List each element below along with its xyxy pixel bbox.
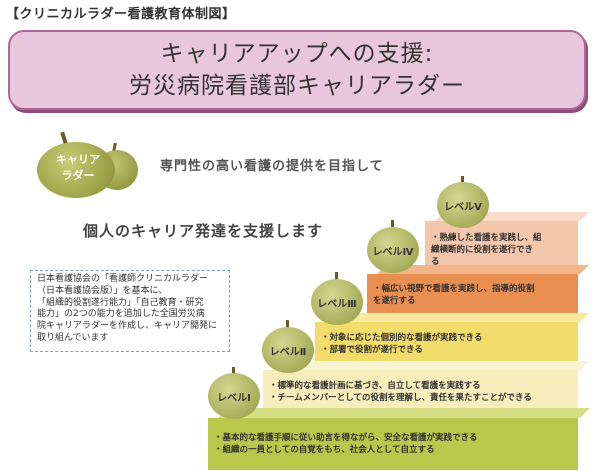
apple-stem-icon: [286, 320, 289, 328]
title-line-1: キャリアアップへの支援:: [160, 41, 434, 67]
level-2-text: ・チームメンバーとしての役割を理解し、責任を果たすことができる: [269, 393, 532, 403]
level-1-step: ・基本的な看護手順に従い助言を得ながら、安全な看護が実践できる ・組織の一員とし…: [208, 418, 578, 470]
level-5-text: 織横断的に役割を遂行でき: [431, 245, 534, 255]
note-line: 能力」の2つの能力を追加した全国労災病: [37, 309, 205, 320]
apple-icon: [37, 142, 115, 198]
apple-label-line-1: キャリア: [56, 153, 100, 166]
apple-stem-icon: [232, 367, 235, 375]
level-5-text: ・熟練した看護を実践し、組: [431, 233, 542, 243]
title-line-2: 労災病院看護部キャリアラダー: [129, 73, 465, 99]
subtitle-support: 個人のキャリア発達を支援します: [83, 222, 324, 240]
level-2-apple-icon: レベルⅡ: [262, 327, 314, 373]
level-1-text: ・組織の一員としての自覚をもち、社会人として自立する: [214, 445, 435, 455]
subtitle-goal: 専門性の高い看護の提供を目指して: [160, 159, 384, 174]
level-5-step: ・熟練した看護を実践し、組 織横断的に役割を遂行でき る: [425, 221, 578, 267]
level-2-text: ・標準的な看護計画に基づき、自立して看護を実践する: [269, 381, 481, 391]
level-3-step: ・対象に応じた個別的な看護が実践できる ・部署で役割が遂行できる: [315, 322, 578, 362]
step-top-face: [218, 408, 590, 418]
level-1-text: ・基本的な看護手順に従い助言を得ながら、安全な看護が実践できる: [214, 433, 478, 443]
level-3-apple-icon: レベルⅢ: [311, 279, 363, 325]
level-4-text: を遂行する: [373, 296, 416, 306]
level-3-text: ・部署で役割が遂行できる: [321, 345, 423, 355]
figure-caption: 【クリニカルラダー看護教育体制図】: [6, 7, 236, 22]
apple-stem-icon: [391, 220, 394, 228]
level-4-text: ・幅広い視野で看護を実践し、指導的役割: [373, 284, 535, 294]
step-top-face: [273, 361, 589, 370]
note-line: 取り組んでいます: [37, 332, 109, 343]
level-5-text: る: [431, 257, 440, 267]
level-4-step: ・幅広い視野で看護を実践し、指導的役割 を遂行する: [367, 274, 578, 314]
level-2-step: ・標準的な看護計画に基づき、自立して看護を実践する ・チームメンバーとしての役割…: [263, 370, 578, 410]
note-box: 日本看護協会の「看護師クリニカルラダー （日本看護協会版）」を基本に、 「組織的…: [30, 270, 230, 352]
level-1-apple-icon: レベルⅠ: [208, 373, 260, 419]
note-line: 日本看護協会の「看護師クリニカルラダー: [37, 274, 209, 284]
note-line: （日本看護協会版）」を基本に、: [37, 285, 168, 296]
level-3-text: ・対象に応じた個別的な看護が実践できる: [321, 333, 483, 343]
apple-stem-icon: [461, 176, 464, 184]
level-5-apple-icon: レベルⅤ: [437, 182, 489, 228]
step-top-face: [325, 313, 589, 322]
title-banner: キャリアアップへの支援: 労災病院看護部キャリアラダー: [8, 30, 586, 110]
apple-label-line-2: ラダー: [61, 169, 95, 182]
note-line: 院キャリアラダーを作成し、キャリア開発に: [37, 321, 218, 332]
note-line: 「組織的役割遂行能力」「自己教育・研究: [37, 297, 204, 308]
apple-label: キャリア ラダー: [44, 152, 112, 184]
level-4-apple-icon: レベルⅣ: [367, 227, 419, 273]
apple-stem-icon: [335, 272, 338, 280]
